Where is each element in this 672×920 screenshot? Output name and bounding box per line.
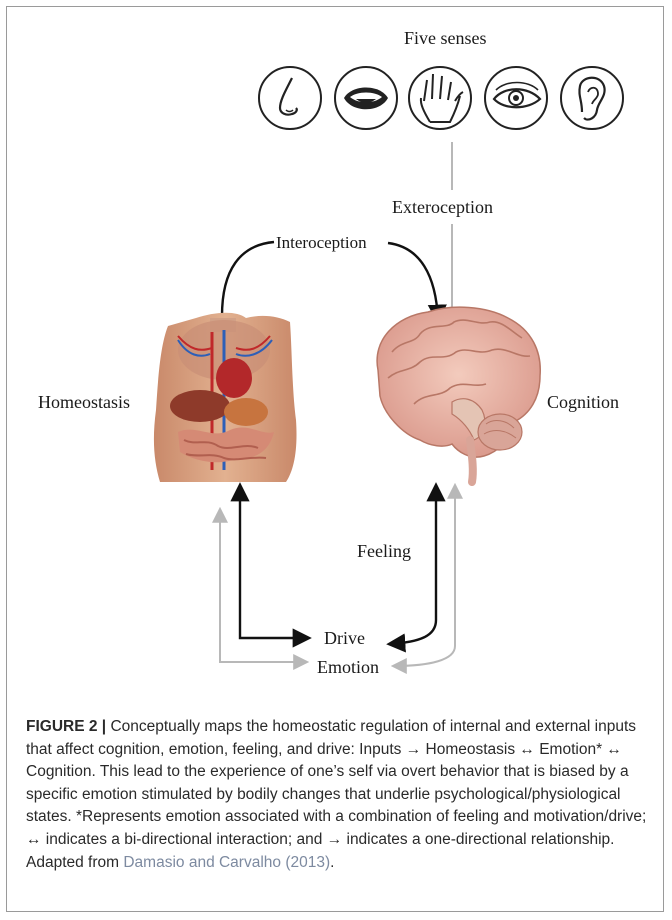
emotion-label: Emotion <box>317 657 379 678</box>
eye-icon <box>485 67 547 129</box>
interoception-label: Interoception <box>276 233 367 253</box>
feeling-label: Feeling <box>357 541 411 562</box>
figure-number: FIGURE 2 | <box>26 718 106 735</box>
senses-row <box>259 67 623 129</box>
cognition-label: Cognition <box>547 392 619 413</box>
homeostasis-label: Homeostasis <box>38 392 130 413</box>
mouth-icon <box>335 67 397 129</box>
brain-emotion-arrow <box>394 486 455 666</box>
body-drive-arrow <box>240 486 308 638</box>
exteroception-label: Exteroception <box>392 197 493 218</box>
five-senses-label: Five senses <box>404 28 487 49</box>
ear-icon <box>561 67 623 129</box>
brain-illustration <box>377 307 540 482</box>
citation-link[interactable]: Damasio and Carvalho (2013) <box>123 854 330 871</box>
diagram-canvas <box>0 0 672 710</box>
interoception-arrow <box>222 242 438 320</box>
figure-caption: FIGURE 2 | Conceptually maps the homeost… <box>26 716 652 874</box>
caption-text: Conceptually maps the homeostatic regula… <box>26 718 646 871</box>
nose-icon <box>259 67 321 129</box>
drive-label: Drive <box>324 628 365 649</box>
brain-drive-arrow <box>390 486 436 644</box>
hand-icon <box>409 67 471 129</box>
body-illustration <box>154 313 297 482</box>
caption-end: . <box>330 854 334 871</box>
